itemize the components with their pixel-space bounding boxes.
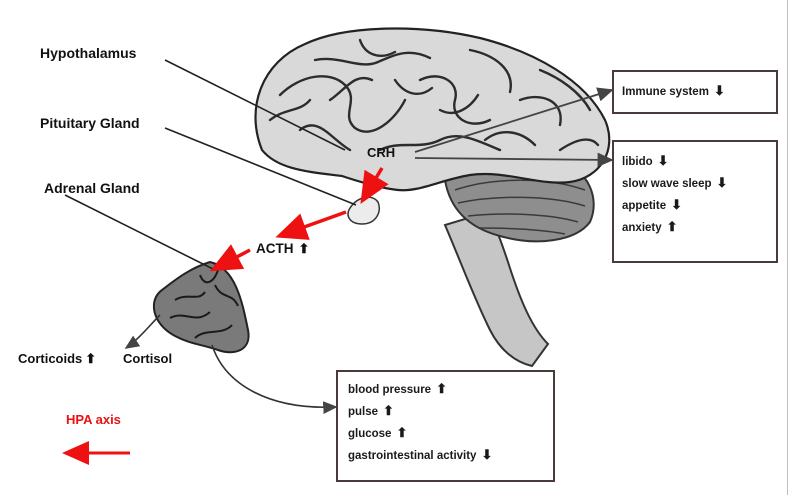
- cortisol-label: Cortisol: [123, 351, 172, 366]
- up-arrow-icon: ⬆: [85, 351, 96, 366]
- body-effect-item: gastrointestinal activity ⬇: [348, 444, 553, 466]
- hpa-axis-label: HPA axis: [66, 412, 121, 427]
- hypothalamus-label: Hypothalamus: [40, 45, 136, 61]
- brain-effect-item: anxiety ⬆: [622, 216, 776, 238]
- up-arrow-icon: ⬆: [299, 241, 310, 256]
- acth-label: ACTH ⬆: [256, 241, 309, 257]
- body-effect-item-text: gastrointestinal activity: [348, 450, 476, 462]
- immune-item-text: Immune system: [622, 86, 709, 98]
- down-arrow-icon: ⬇: [671, 197, 682, 212]
- acth-text: ACTH: [256, 241, 294, 256]
- body-effects-box: blood pressure ⬆ pulse ⬆ glucose ⬆ gastrointes…: [336, 370, 555, 482]
- brain-effect-item-text: anxiety: [622, 222, 662, 234]
- body-effects-list: blood pressure ⬆ pulse ⬆ glucose ⬆ gastrointes…: [348, 378, 553, 466]
- adrenal-gland-label: Adrenal Gland: [44, 180, 140, 196]
- pituitary-shape: [348, 197, 379, 224]
- pituitary-gland-label: Pituitary Gland: [40, 115, 140, 131]
- cerebrum: [255, 28, 609, 190]
- up-arrow-icon: ⬆: [436, 381, 447, 396]
- up-arrow-icon: ⬆: [396, 425, 407, 440]
- body-effect-item: glucose ⬆: [348, 422, 553, 444]
- down-arrow-icon: ⬇: [717, 175, 728, 190]
- down-arrow-icon: ⬇: [658, 153, 669, 168]
- brain-effect-item: slow wave sleep ⬇: [622, 172, 776, 194]
- corticoids-text: Corticoids: [18, 351, 82, 366]
- immune-item: Immune system ⬇: [622, 80, 776, 102]
- down-arrow-icon: ⬇: [481, 447, 492, 462]
- body-effect-item-text: pulse: [348, 406, 378, 418]
- corticoids-label: Corticoids⬆: [18, 351, 96, 367]
- body-effect-item-text: glucose: [348, 428, 391, 440]
- brain-effect-item-text: appetite: [622, 200, 666, 212]
- brain-effects-list: libido ⬇ slow wave sleep ⬇ appetite ⬇ anxiety ⬆: [622, 150, 776, 238]
- brain-effect-item-text: libido: [622, 156, 653, 168]
- brain-effects-box: libido ⬇ slow wave sleep ⬇ appetite ⬇ anxiety ⬆: [612, 140, 778, 263]
- body-effect-item: pulse ⬆: [348, 400, 553, 422]
- crh-label: CRH: [367, 145, 395, 160]
- immune-list: Immune system ⬇: [622, 80, 776, 102]
- up-arrow-icon: ⬆: [667, 219, 678, 234]
- body-effect-item-text: blood pressure: [348, 384, 431, 396]
- up-arrow-icon: ⬆: [383, 403, 394, 418]
- down-arrow-icon: ⬇: [714, 83, 725, 98]
- brain-effect-item: libido ⬇: [622, 150, 776, 172]
- body-effect-item: blood pressure ⬆: [348, 378, 553, 400]
- immune-system-box: Immune system ⬇: [612, 70, 778, 114]
- brain-effect-item: appetite ⬇: [622, 194, 776, 216]
- brain-effect-item-text: slow wave sleep: [622, 178, 712, 190]
